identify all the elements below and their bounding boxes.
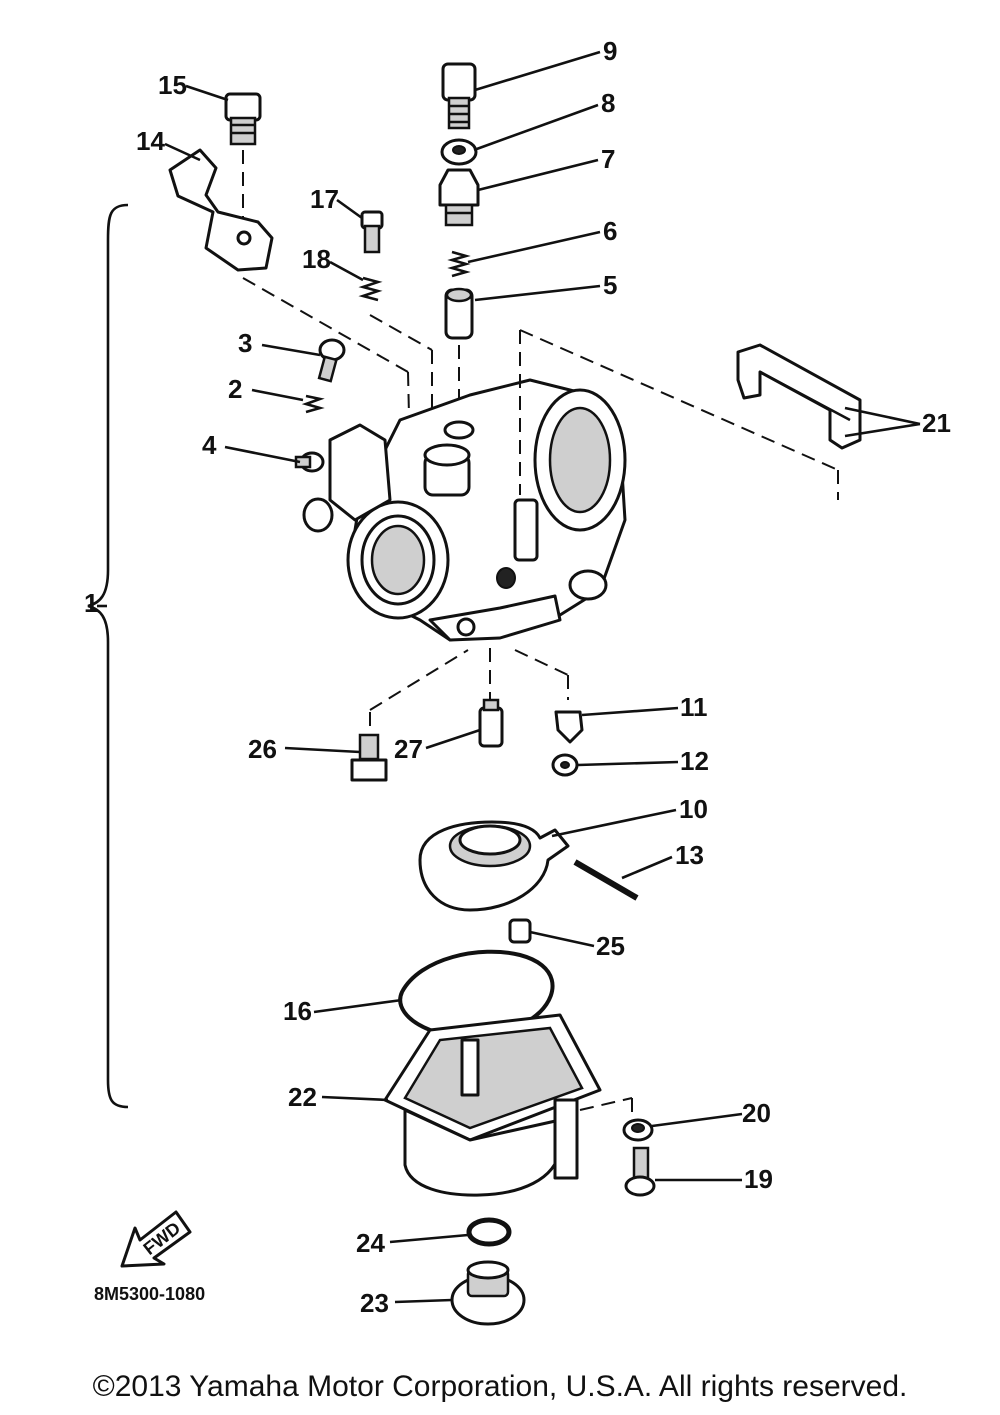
callout-21: 21 xyxy=(922,408,951,438)
callout-15: 15 xyxy=(158,70,187,100)
callout-8: 8 xyxy=(601,88,615,118)
jet-26 xyxy=(350,733,388,782)
float-pin-21 xyxy=(736,343,862,450)
bracket-14 xyxy=(168,148,274,272)
callout-24: 24 xyxy=(356,1228,385,1258)
screw-3 xyxy=(317,338,346,383)
bolt-15 xyxy=(224,92,262,146)
callout-11: 11 xyxy=(680,692,708,722)
callout-1: 1 xyxy=(84,588,98,618)
clip-12 xyxy=(551,753,579,777)
callout-5: 5 xyxy=(603,270,617,300)
callout-labels: 1 2 3 4 5 6 7 8 9 10 11 12 13 14 15 16 1… xyxy=(84,36,951,1318)
drain-plug-23 xyxy=(450,1260,526,1326)
callout-9: 9 xyxy=(603,36,617,66)
gasket-16 xyxy=(398,949,555,1038)
callout-3: 3 xyxy=(238,328,252,358)
o-ring-24 xyxy=(466,1217,512,1247)
callout-12: 12 xyxy=(680,746,709,776)
callout-27: 27 xyxy=(394,734,423,764)
fwd-arrow: FWD xyxy=(120,1210,192,1268)
callout-18: 18 xyxy=(302,244,331,274)
washer-20 xyxy=(622,1118,654,1142)
callout-20: 20 xyxy=(742,1098,771,1128)
screw-9 xyxy=(441,62,477,130)
callout-7: 7 xyxy=(601,144,615,174)
callout-22: 22 xyxy=(288,1082,317,1112)
pin-13 xyxy=(573,859,639,901)
callout-16: 16 xyxy=(283,996,312,1026)
callout-6: 6 xyxy=(603,216,617,246)
jet-27 xyxy=(478,698,504,748)
float-bowl-22 xyxy=(383,1013,602,1197)
callout-23: 23 xyxy=(360,1288,389,1318)
spring-2 xyxy=(301,394,325,414)
callout-10: 10 xyxy=(679,794,708,824)
plunger-5 xyxy=(444,287,474,340)
callout-25: 25 xyxy=(596,931,625,961)
callout-14: 14 xyxy=(136,126,165,156)
screw-17 xyxy=(360,210,384,254)
nut-8 xyxy=(440,138,478,166)
callout-17: 17 xyxy=(310,184,339,214)
diagram-code: 8M5300-1080 xyxy=(94,1284,205,1304)
callout-13: 13 xyxy=(675,840,704,870)
callout-19: 19 xyxy=(744,1164,773,1194)
callout-4: 4 xyxy=(202,430,217,460)
callout-2: 2 xyxy=(228,374,242,404)
float-10 xyxy=(418,820,570,912)
callout-leaders xyxy=(97,50,921,1304)
assembly-brace xyxy=(87,203,129,1109)
callout-26: 26 xyxy=(248,734,277,764)
screw-19 xyxy=(624,1146,656,1197)
copyright-notice: ©2013 Yamaha Motor Corporation, U.S.A. A… xyxy=(92,1370,908,1403)
spring-6 xyxy=(447,250,471,278)
needle-valve-11 xyxy=(554,710,584,744)
plug-25 xyxy=(508,918,532,944)
fitting-7 xyxy=(438,168,480,227)
spring-18 xyxy=(358,276,383,302)
screw-4 xyxy=(294,451,325,473)
carburetor-body xyxy=(302,378,627,642)
